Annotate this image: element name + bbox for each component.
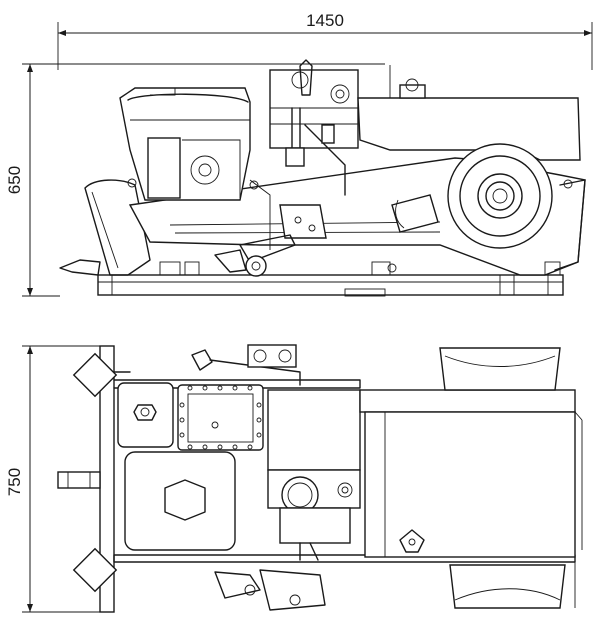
lever-wheel <box>245 255 267 277</box>
drum-top-lower <box>449 564 566 609</box>
dimension-width: 750 <box>5 345 110 613</box>
drum-top-upper <box>439 347 561 391</box>
filter-housing <box>177 384 264 451</box>
lever-bracket <box>279 204 327 239</box>
engine-tank <box>147 137 181 199</box>
control-box <box>269 69 359 149</box>
base-skid <box>97 274 564 296</box>
engine-block <box>119 87 251 201</box>
top-control-box <box>267 389 361 471</box>
top-drum-housing <box>359 389 576 413</box>
side-view <box>59 59 586 297</box>
length-label: 1450 <box>306 11 344 30</box>
fuel-tank <box>124 451 236 551</box>
capstan-drum <box>447 143 553 249</box>
width-label: 750 <box>5 468 24 496</box>
drum-housing <box>357 97 581 161</box>
engine-cover <box>117 382 174 448</box>
height-label: 650 <box>5 166 24 194</box>
dimension-length: 1450 <box>57 11 593 70</box>
tow-hook <box>59 259 101 276</box>
tow-bar <box>57 471 101 489</box>
frame-front <box>84 179 151 276</box>
dimension-height: 650 <box>5 63 385 297</box>
top-view <box>57 344 583 613</box>
